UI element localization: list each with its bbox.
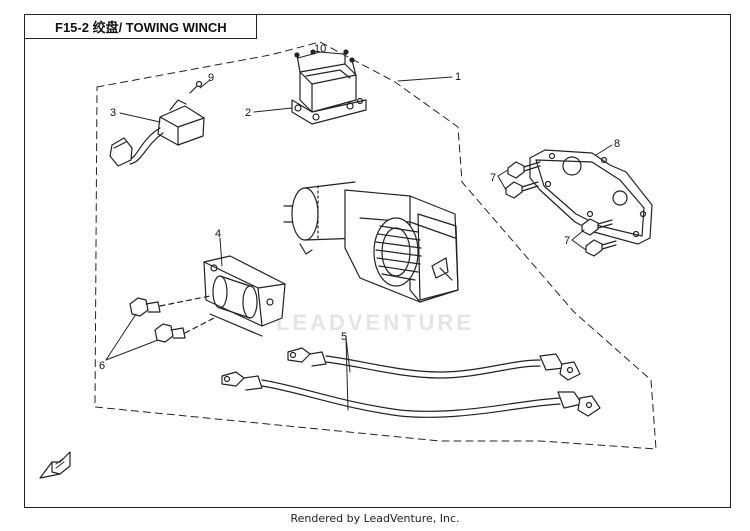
callout-8: 8 [614,138,620,150]
front-direction-arrow-icon [39,451,71,479]
assembly-boundary-dashed [94,41,657,450]
callout-numbers: 1 2 3 4 5 6 7 7 8 9 10 [99,43,620,372]
svg-text:LEADVENTURE: LEADVENTURE [276,310,474,335]
callout-3: 3 [110,107,116,119]
bolts-lower [581,218,617,257]
battery-cable-lower [221,371,601,418]
watermark: LEADVENTURE [276,310,474,335]
winch-assembly [283,181,459,303]
control-switch [109,80,205,167]
bolts-upper [505,161,541,199]
mounting-plate [529,149,653,245]
roller-fairlead [203,255,286,337]
callout-2: 2 [245,107,251,119]
callout-6: 6 [99,360,105,372]
battery-cable-upper [287,347,581,381]
leader-lines [105,51,613,411]
callout-9: 9 [208,72,214,84]
callout-4: 4 [215,228,221,240]
callout-1: 1 [455,71,461,83]
callout-10: 10 [314,43,326,55]
diagram-title: F15-2 绞盘/ TOWING WINCH [24,14,257,39]
callout-7-lower: 7 [564,235,570,247]
diagram-frame [24,14,731,508]
callout-5: 5 [341,331,347,343]
callout-7-upper: 7 [490,172,496,184]
fairlead-bolts [129,295,215,343]
solenoid-relay [291,49,367,125]
footer-credit: Rendered by LeadVenture, Inc. [290,512,460,525]
